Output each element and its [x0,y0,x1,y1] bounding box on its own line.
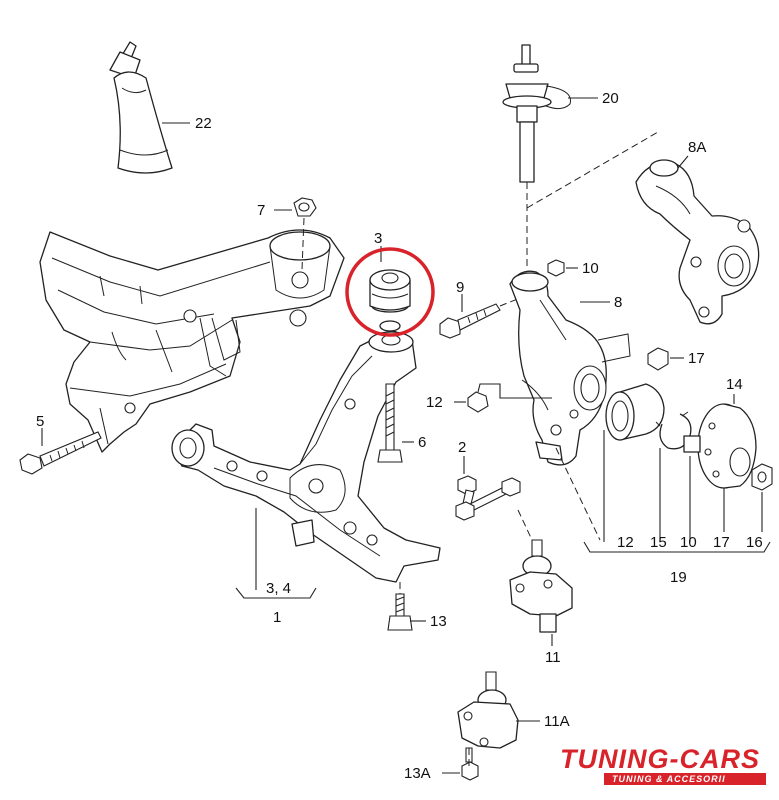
label-10-top: 10 [582,260,599,277]
label-7: 7 [257,202,265,219]
nut-part-10 [547,259,578,277]
bracket-1 [235,587,317,599]
label-8: 8 [614,294,622,311]
label-12-nut: 12 [426,394,443,411]
subframe-part [39,229,345,453]
nut-part-17 [647,347,684,371]
bushing-part-3 [345,246,435,337]
label-16: 16 [746,534,763,551]
circlip-part-15 [655,411,692,542]
nut-part-7 [274,197,317,271]
label-15: 15 [650,534,667,551]
label-17-top: 17 [688,350,705,367]
logo-text: TUNING-CARS [560,744,760,774]
ball-joint-part-11A [442,671,540,781]
label-13: 13 [430,613,447,630]
label-6: 6 [418,434,426,451]
bolt-part-13 [387,582,426,631]
label-22: 22 [195,115,212,132]
label-12-bearing: 12 [617,534,634,551]
label-11A: 11A [544,713,570,730]
knuckle-part-8 [509,270,631,541]
svg-text:TUNING-CARS: TUNING-CARS [560,744,760,774]
label-3-4: 3, 4 [266,580,291,597]
bolt-part-6 [377,383,414,463]
logo-sub-band [604,773,766,785]
label-3: 3 [374,230,382,247]
label-14: 14 [726,376,743,393]
label-11: 11 [545,649,561,666]
label-10-bottom: 10 [680,534,697,551]
label-5: 5 [36,413,44,430]
label-17-bottom: 17 [713,534,730,551]
nut-part-12 [454,383,552,413]
knuckle-part-8A [635,155,760,325]
control-arm-part-1 [171,329,441,590]
grease-tube-part-22 [109,41,190,174]
tuning-cars-logo: TUNING-CARS TUNING & ACCESORII [560,744,766,785]
label-8A: 8A [688,139,706,156]
part-labels: 22 20 8A 7 3 10 9 8 17 12 14 5 6 2 12 15… [36,90,763,782]
label-19: 19 [670,569,687,586]
label-1: 1 [273,609,281,626]
bracket-19 [583,541,771,553]
label-20: 20 [602,90,619,107]
label-13A: 13A [404,765,431,782]
hub-nut-part-16 [751,463,773,532]
label-9: 9 [456,279,464,296]
bolt-part-9 [439,294,521,339]
wheel-bearing-part-12 [603,383,665,542]
wheel-hub-part-14 [683,394,757,542]
logo-subtitle: TUNING & ACCESORII [612,774,726,784]
highlight-circle [345,247,435,337]
coupling-rod-part-2 [455,456,521,521]
ball-joint-part-11 [509,509,573,646]
bolt-part-5 [19,428,102,475]
strut-part-20 [502,44,659,270]
label-2: 2 [458,439,466,456]
